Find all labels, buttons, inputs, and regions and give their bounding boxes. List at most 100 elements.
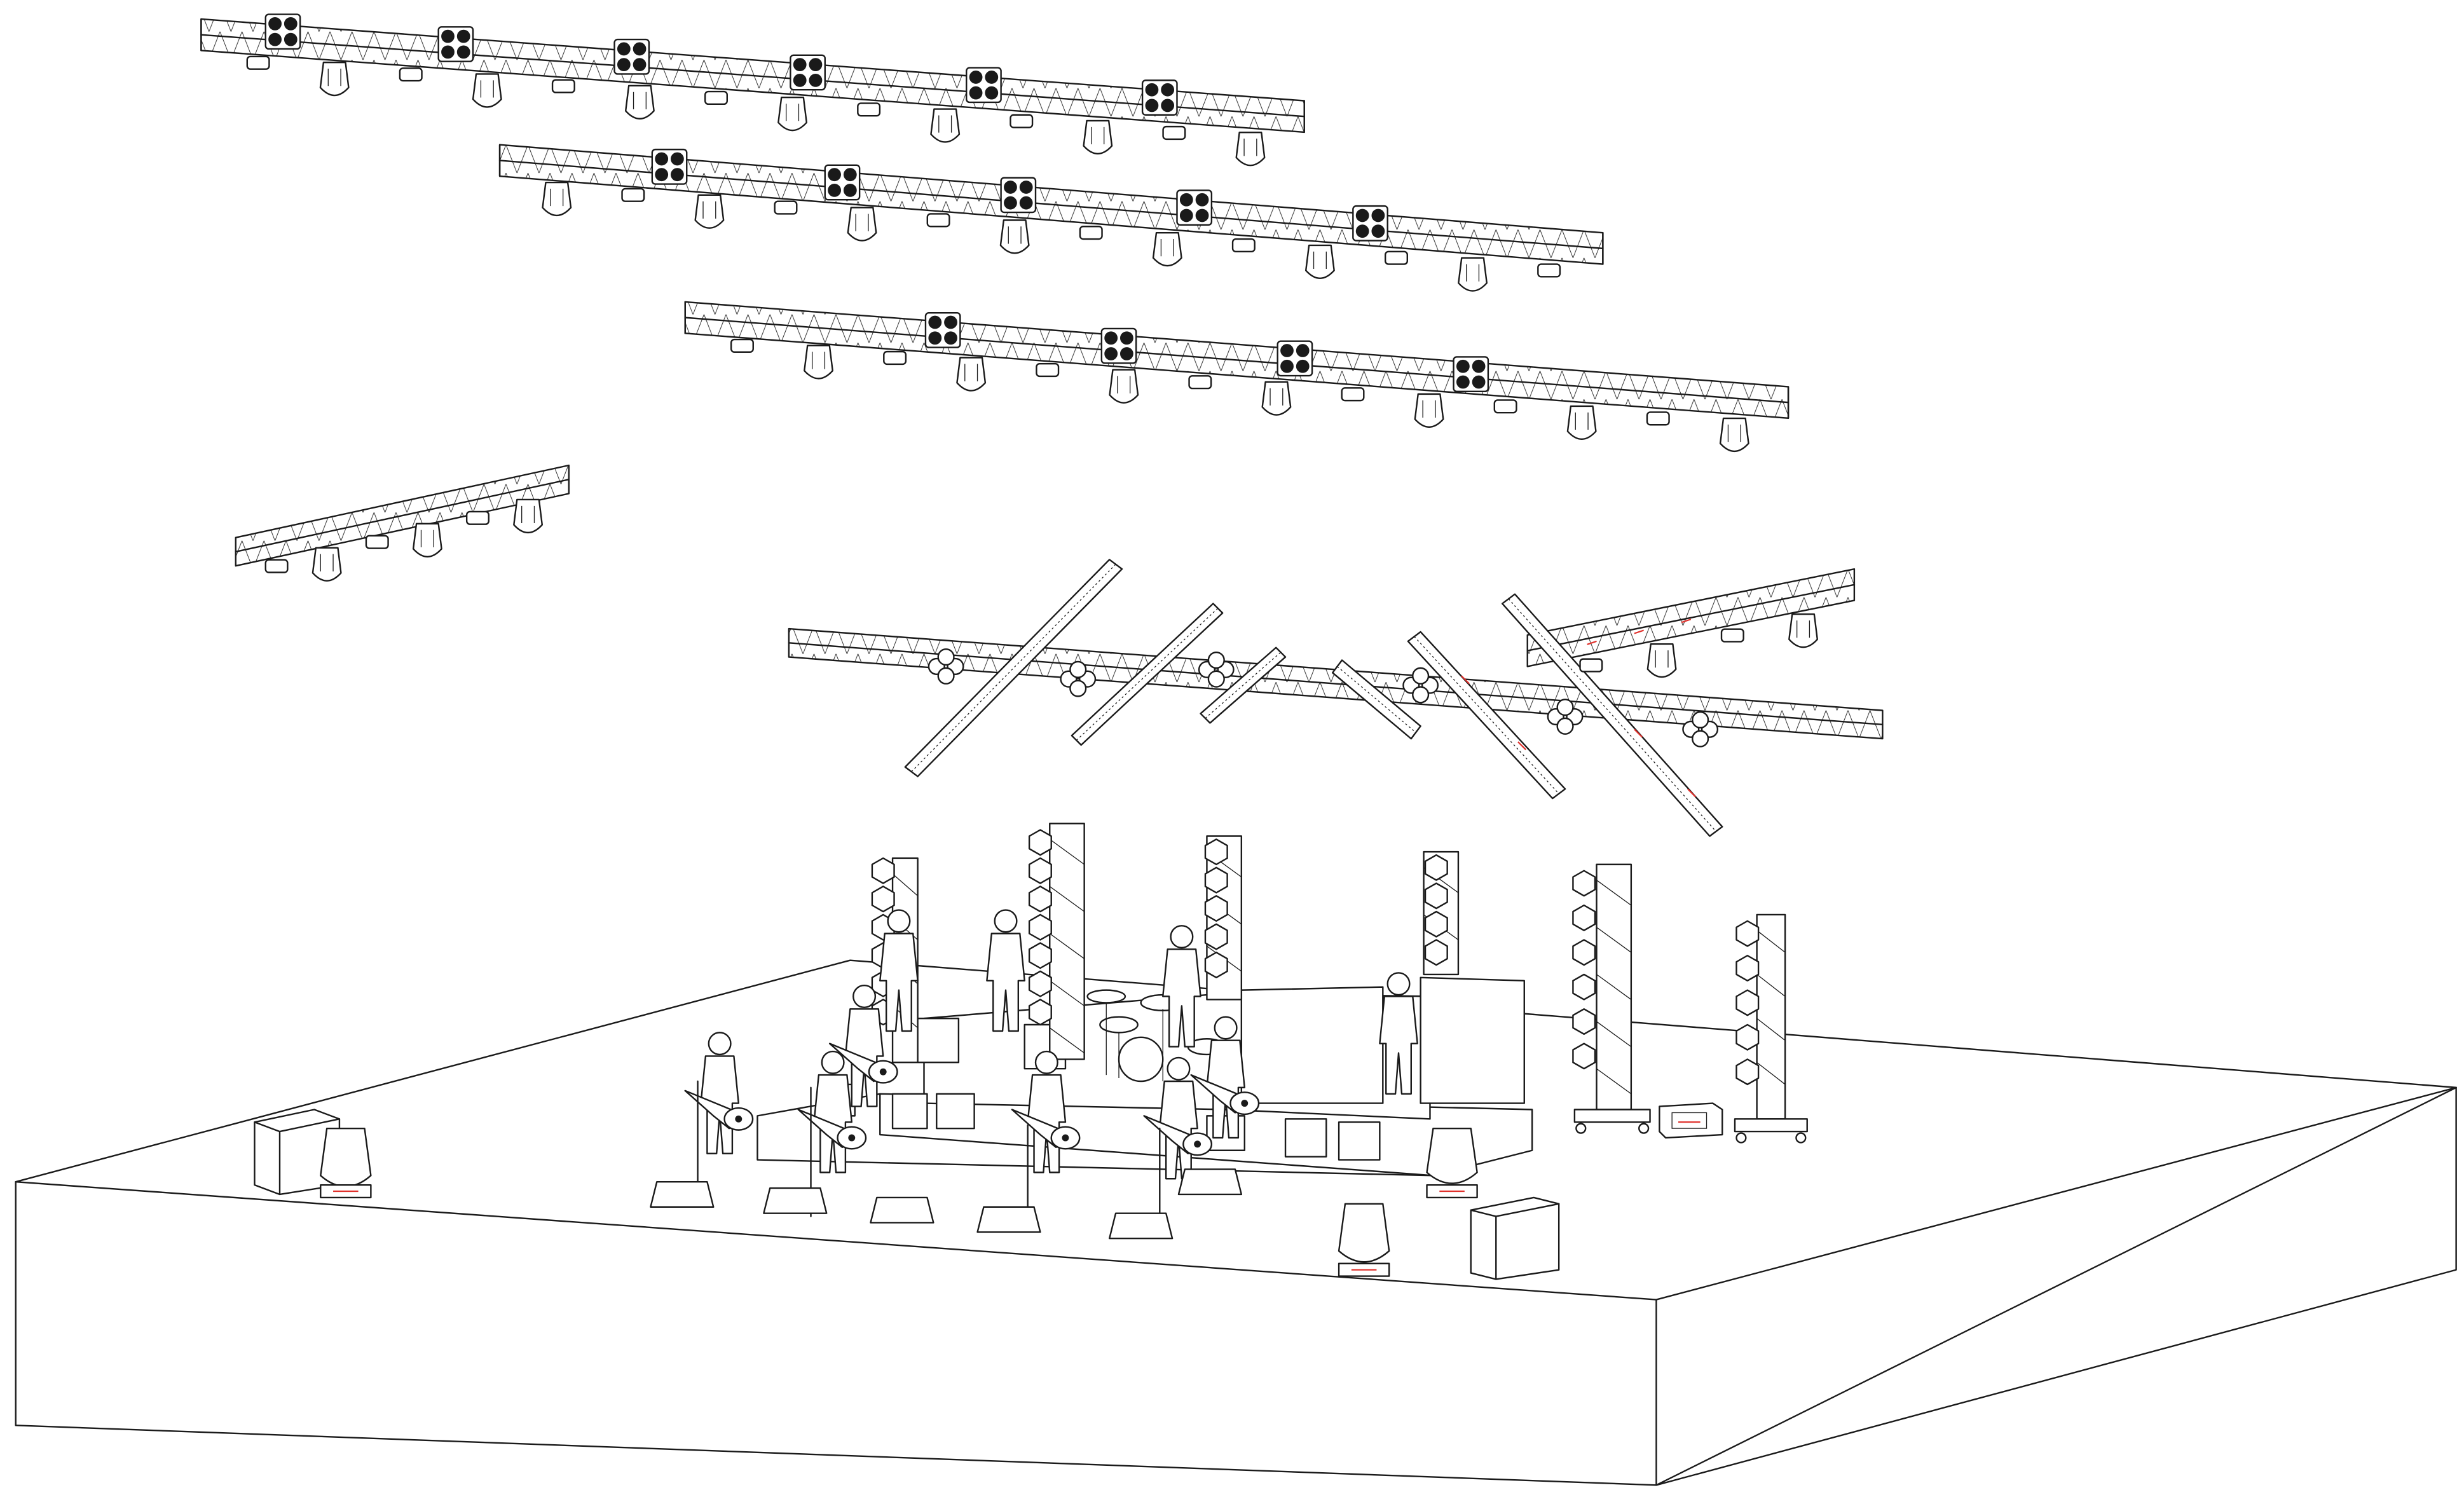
moving-head-fixture bbox=[1084, 121, 1112, 154]
hex-led-fixture bbox=[1736, 990, 1758, 1016]
moving-head-fixture bbox=[1648, 644, 1676, 677]
blinder-fixture bbox=[966, 68, 1001, 102]
hex-led-fixture bbox=[1029, 943, 1051, 968]
moving-head-fixture bbox=[1568, 406, 1596, 439]
wash-fixture bbox=[400, 68, 422, 81]
blinder-fixture bbox=[1177, 190, 1211, 224]
moving-head-fixture bbox=[957, 358, 985, 391]
light-tower-2 bbox=[1050, 824, 1084, 1060]
hex-led-fixture bbox=[872, 886, 894, 912]
blinder-fixture bbox=[1353, 206, 1387, 240]
led-bar-diagonal-2 bbox=[1072, 604, 1222, 745]
wash-fixture bbox=[1647, 412, 1669, 425]
blinder-fixture bbox=[266, 15, 300, 49]
hex-led-fixture bbox=[1029, 915, 1051, 940]
wash-fixture bbox=[1495, 400, 1517, 413]
hex-led-fixture bbox=[1573, 871, 1595, 896]
blinder-fixture bbox=[825, 165, 859, 200]
wash-fixture bbox=[1189, 376, 1212, 388]
led-bar-diagonal-4 bbox=[1332, 660, 1420, 739]
hex-led-fixture bbox=[1029, 830, 1051, 855]
wash-fixture bbox=[1233, 239, 1255, 252]
wash-fixture bbox=[1721, 629, 1744, 642]
road-case-right bbox=[1471, 1198, 1559, 1280]
blinder-fixture bbox=[1001, 178, 1036, 212]
mic-stands bbox=[698, 1081, 1160, 1235]
blinder-fixture bbox=[615, 39, 649, 74]
blinder-fixture bbox=[926, 313, 960, 347]
hex-led-fixture bbox=[1573, 1009, 1595, 1034]
moving-head-fixture bbox=[543, 182, 571, 215]
wash-fixture bbox=[705, 92, 727, 104]
wash-fixture bbox=[552, 80, 575, 93]
wash-fixture bbox=[775, 202, 797, 214]
road-case-left bbox=[254, 1109, 339, 1194]
wash-fixture bbox=[731, 339, 753, 352]
hex-led-fixture bbox=[1736, 1059, 1758, 1084]
wash-fixture bbox=[858, 103, 880, 116]
light-tower-5 bbox=[1575, 865, 1650, 1133]
wash-fixture bbox=[927, 214, 950, 226]
performer-guitar-1 bbox=[685, 1032, 753, 1153]
wash-fixture bbox=[1036, 364, 1058, 376]
blinder-fixture bbox=[439, 27, 473, 61]
hex-led-fixture bbox=[1029, 971, 1051, 997]
hex-led-fixture bbox=[1425, 940, 1448, 966]
hex-led-fixture bbox=[1205, 868, 1228, 893]
hex-led-fixture bbox=[1029, 999, 1051, 1025]
wash-fixture bbox=[884, 352, 906, 364]
moving-head-fixture bbox=[1720, 418, 1748, 451]
wash-fixture bbox=[1010, 115, 1032, 128]
led-bar-diagonal-3 bbox=[1201, 648, 1285, 723]
moving-head-fixture bbox=[1306, 245, 1334, 278]
hex-led-fixture bbox=[1425, 912, 1448, 937]
moving-head-fixture bbox=[473, 74, 501, 107]
hex-led-fixture bbox=[1425, 884, 1448, 909]
wash-fixture bbox=[1580, 659, 1603, 672]
wash-fixture bbox=[247, 57, 270, 69]
hex-led-fixture bbox=[1205, 952, 1228, 978]
overhead-truss-2 bbox=[500, 145, 1603, 264]
blinder-fixture bbox=[652, 149, 687, 184]
moving-head-fixture bbox=[778, 97, 806, 130]
hex-led-fixture bbox=[1205, 896, 1228, 921]
hex-led-fixture bbox=[1029, 886, 1051, 912]
hex-led-fixture bbox=[1029, 858, 1051, 884]
moving-head-fixture bbox=[1415, 394, 1443, 427]
moving-head-fixture bbox=[1153, 233, 1181, 266]
hex-led-fixture bbox=[1425, 855, 1448, 880]
wash-fixture bbox=[266, 560, 288, 573]
blinder-fixture bbox=[1142, 80, 1177, 114]
moving-head-fixture bbox=[1263, 382, 1290, 415]
moving-head-fixture bbox=[626, 86, 654, 119]
blinder-fixture bbox=[1102, 329, 1136, 363]
hex-led-fixture bbox=[872, 858, 894, 884]
moving-head-fixture bbox=[1458, 258, 1486, 291]
riser-cabinets bbox=[820, 1018, 1379, 1159]
hex-led-fixture bbox=[1205, 839, 1228, 865]
floor-wedges bbox=[650, 1169, 1241, 1238]
floor-moving-head-right bbox=[1427, 1128, 1477, 1198]
moving-head-fixture bbox=[320, 62, 348, 95]
wash-fixture bbox=[1080, 226, 1102, 239]
wash-fixture bbox=[1163, 126, 1186, 139]
moving-head-fixture bbox=[695, 195, 723, 228]
side-truss-left bbox=[236, 465, 569, 566]
hex-led-fixture bbox=[1736, 1025, 1758, 1050]
power-distro-box bbox=[1659, 1104, 1722, 1138]
hex-led-fixture bbox=[1205, 924, 1228, 950]
hex-led-fixture bbox=[1573, 905, 1595, 931]
moving-head-fixture bbox=[514, 500, 542, 533]
wash-fixture bbox=[366, 536, 388, 549]
blinder-fixture bbox=[1454, 357, 1488, 391]
moving-head-fixture bbox=[313, 548, 341, 581]
floor-moving-head-left bbox=[320, 1128, 371, 1198]
led-bar-diagonal-1 bbox=[905, 559, 1122, 776]
wash-fixture bbox=[622, 189, 645, 202]
moving-head-fixture bbox=[1789, 614, 1817, 647]
wash-fixture bbox=[1538, 264, 1560, 277]
moving-head-fixture bbox=[1001, 220, 1029, 253]
overhead-truss-1 bbox=[201, 19, 1304, 132]
hex-led-fixture bbox=[1736, 955, 1758, 981]
